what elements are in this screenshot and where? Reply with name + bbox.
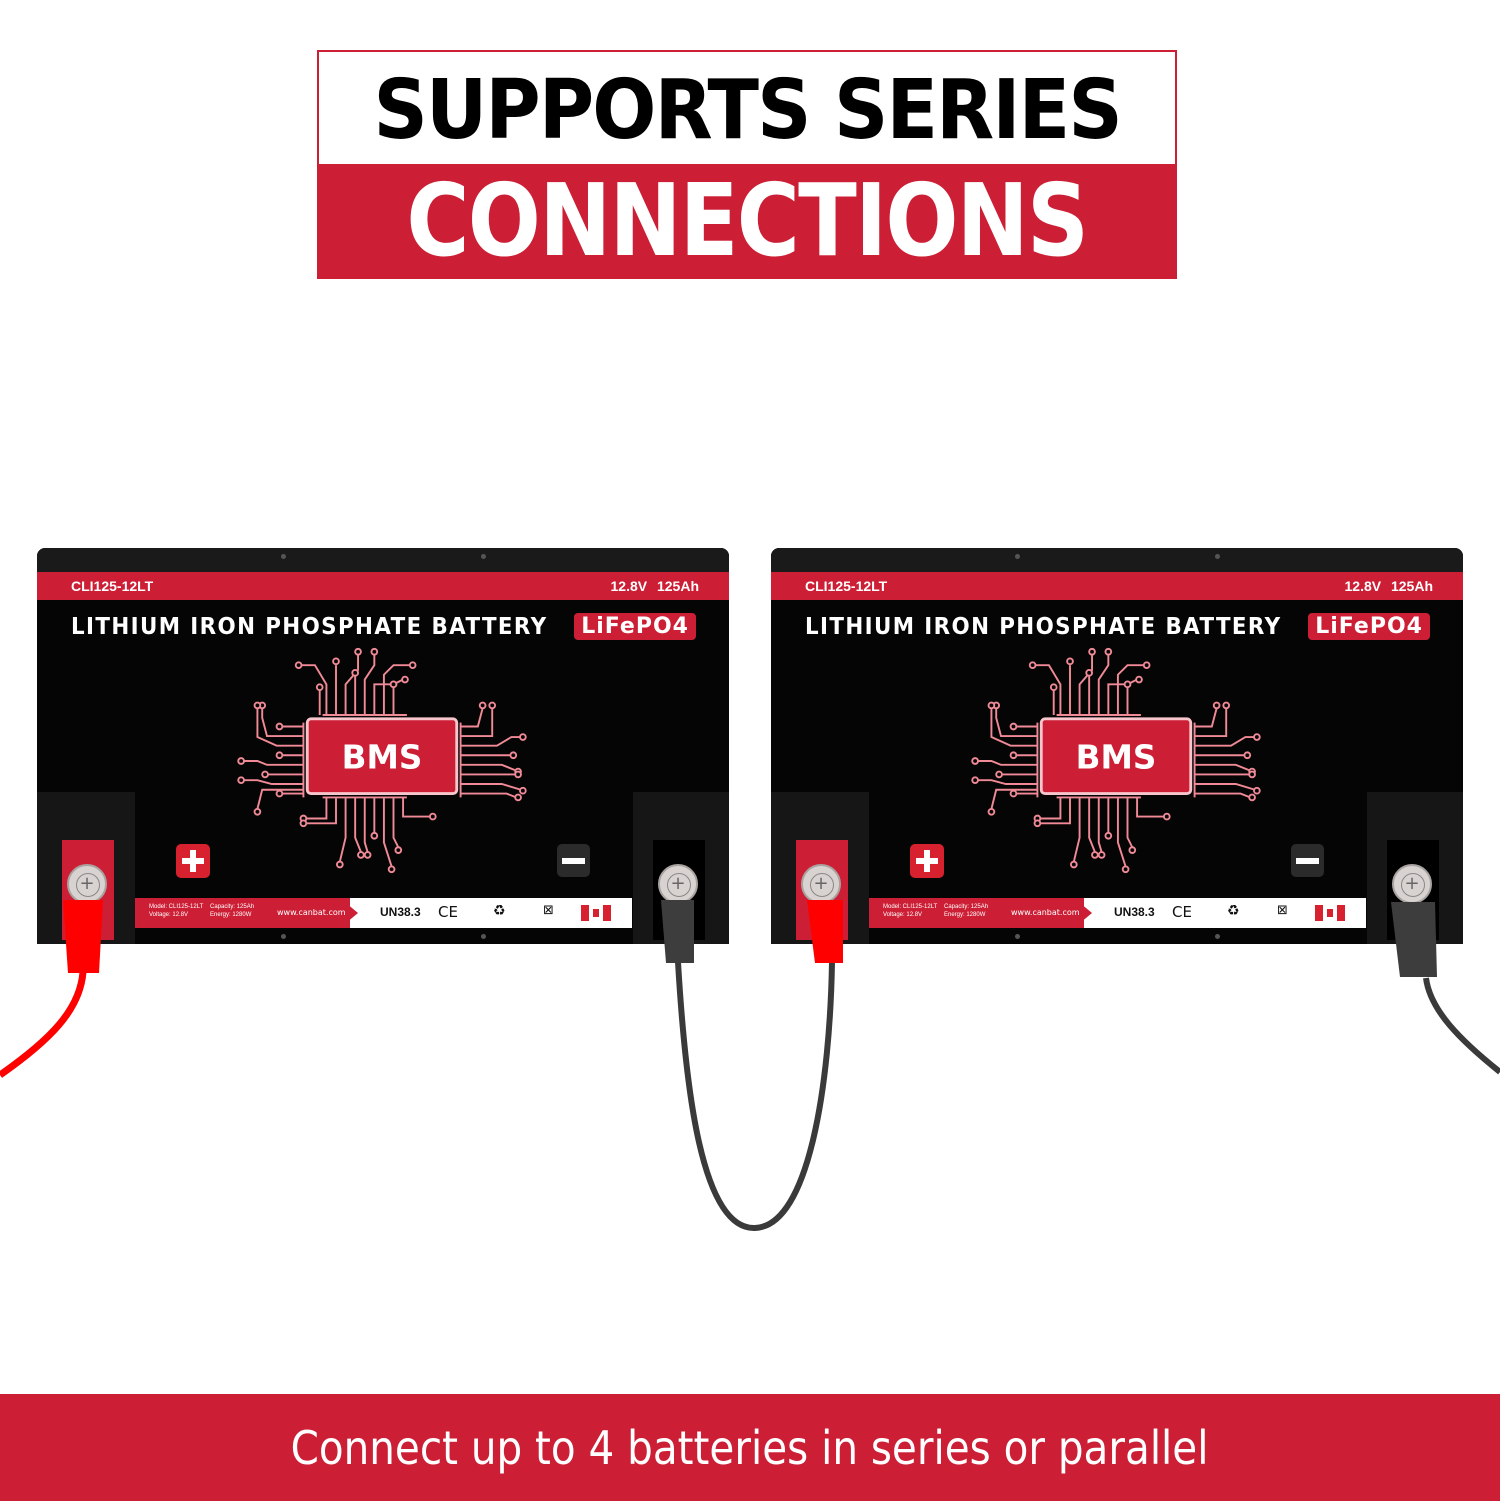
battery-header-band xyxy=(771,572,1463,600)
info-energy: Energy: 1280W xyxy=(210,912,252,918)
info-model: Model: CLI125-12LT xyxy=(883,904,938,910)
screw-dot xyxy=(281,554,286,559)
info-url: www.canbat.com xyxy=(1011,908,1080,917)
screw-dot xyxy=(1215,554,1220,559)
battery-rating: 12.8V 125Ah xyxy=(1344,578,1434,594)
headline-line2: CONNECTIONS xyxy=(406,162,1090,279)
headline-line1: SUPPORTS SERIES xyxy=(373,62,1122,158)
chemistry-badge: LiFePO4 xyxy=(1308,613,1430,640)
weee-bin-icon: ⊠ xyxy=(1277,903,1288,918)
info-energy: Energy: 1280W xyxy=(944,912,986,918)
screw-dot xyxy=(1215,934,1220,939)
recycle-icon: ♻ xyxy=(493,903,506,919)
canada-flag-icon xyxy=(581,905,611,921)
battery-top-lid xyxy=(771,548,1463,572)
recycle-icon: ♻ xyxy=(1227,903,1240,919)
negative-output-wire xyxy=(1423,977,1500,1075)
footer-text: Connect up to 4 batteries in series or p… xyxy=(291,1420,1209,1475)
un38-cert: UN38.3 xyxy=(380,905,421,919)
ce-mark-icon: CE xyxy=(438,903,458,921)
screw-dot xyxy=(481,934,486,939)
battery-1: CLI125-12LT 12.8V 125Ah LITHIUM IRON PHO… xyxy=(37,548,729,944)
info-capacity: Capacity: 125Ah xyxy=(210,904,255,910)
un38-cert: UN38.3 xyxy=(1114,905,1155,919)
negative-terminal-bolt-icon: + xyxy=(658,864,698,904)
positive-output-wire xyxy=(0,971,87,1078)
footer-banner: Connect up to 4 batteries in series or p… xyxy=(0,1394,1500,1501)
positive-sign-icon xyxy=(910,844,944,878)
bms-label: BMS xyxy=(342,739,423,777)
info-voltage: Voltage: 12.8V xyxy=(883,912,923,918)
negative-terminal-bolt-icon: + xyxy=(1392,864,1432,904)
battery-title: LITHIUM IRON PHOSPHATE BATTERY xyxy=(805,614,1282,640)
positive-sign-icon xyxy=(176,844,210,878)
battery-info-bar: Model: CLI125-12LT Voltage: 12.8V Capacit… xyxy=(869,898,1366,928)
headline-line2-band: CONNECTIONS xyxy=(319,162,1175,279)
battery-model: CLI125-12LT xyxy=(805,578,888,594)
ce-mark-icon: CE xyxy=(1172,903,1192,921)
battery-2: CLI125-12LT 12.8V 125Ah LITHIUM IRON PHO… xyxy=(771,548,1463,944)
positive-terminal-bolt-icon: + xyxy=(67,864,107,904)
screw-dot xyxy=(481,554,486,559)
battery-info-bar: Model: CLI125-12LT Voltage: 12.8V Capacit… xyxy=(135,898,632,928)
info-voltage: Voltage: 12.8V xyxy=(149,912,189,918)
chemistry-badge: LiFePO4 xyxy=(574,613,696,640)
series-jumper-cable xyxy=(675,961,835,1232)
weee-bin-icon: ⊠ xyxy=(543,903,554,918)
negative-sign-icon xyxy=(557,844,590,877)
screw-dot xyxy=(281,934,286,939)
bms-circuit-icon: BMS xyxy=(970,647,1262,874)
bms-circuit-icon: BMS xyxy=(236,647,528,874)
battery-title: LITHIUM IRON PHOSPHATE BATTERY xyxy=(71,614,548,640)
info-url: www.canbat.com xyxy=(277,908,346,917)
battery-rating: 12.8V 125Ah xyxy=(610,578,700,594)
negative-sign-icon xyxy=(1291,844,1324,877)
battery-model: CLI125-12LT xyxy=(71,578,154,594)
bms-label: BMS xyxy=(1076,739,1157,777)
headline-line1-band: SUPPORTS SERIES xyxy=(319,52,1175,168)
battery-top-lid xyxy=(37,548,729,572)
info-model: Model: CLI125-12LT xyxy=(149,904,204,910)
headline-box: SUPPORTS SERIES CONNECTIONS xyxy=(317,50,1177,279)
screw-dot xyxy=(1015,554,1020,559)
info-capacity: Capacity: 125Ah xyxy=(944,904,989,910)
battery-header-band xyxy=(37,572,729,600)
canada-flag-icon xyxy=(1315,905,1345,921)
positive-terminal-bolt-icon: + xyxy=(801,864,841,904)
screw-dot xyxy=(1015,934,1020,939)
